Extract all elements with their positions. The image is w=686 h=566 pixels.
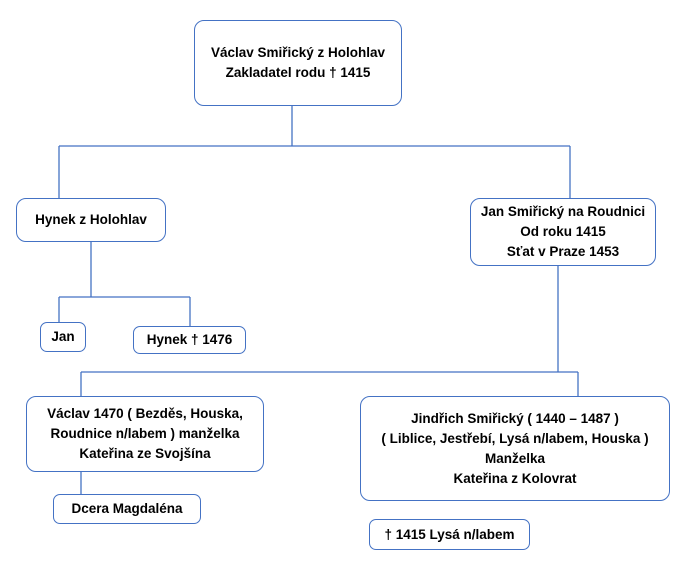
node-label-line: † 1415 Lysá n/labem bbox=[384, 526, 515, 542]
node-label-line: ( Liblice, Jestřebí, Lysá n/labem, Housk… bbox=[381, 430, 649, 446]
node-label-line: Jindřich Smiřický ( 1440 – 1487 ) bbox=[411, 410, 619, 426]
node-label-line: Hynek z Holohlav bbox=[35, 212, 147, 227]
node-dcera-magdalena: Dcera Magdaléna bbox=[53, 494, 201, 524]
node-vaclav-smiricky: Václav Smiřický z Holohlav Zakladatel ro… bbox=[194, 20, 402, 106]
node-jan: Jan bbox=[40, 322, 86, 352]
node-label-line: Dcera Magdaléna bbox=[71, 501, 183, 516]
node-label-line: Roudnice n/labem ) manželka bbox=[50, 426, 240, 441]
node-label-line: Hynek † 1476 bbox=[146, 332, 233, 347]
node-jindrich-smiricky: Jindřich Smiřický ( 1440 – 1487 ) ( Libl… bbox=[360, 396, 670, 501]
node-jan-smiricky: Jan Smiřický na Roudnici Od roku 1415 Sť… bbox=[470, 198, 656, 266]
node-label-line: Jan Smiřický na Roudnici bbox=[480, 204, 646, 219]
node-callout-lysa: † 1415 Lysá n/labem bbox=[369, 519, 530, 550]
node-label-line: Sťat v Praze 1453 bbox=[506, 244, 620, 259]
node-label-line: Jan bbox=[51, 329, 75, 344]
node-label-line: Kateřina z Kolovrat bbox=[453, 470, 577, 486]
node-hynek-1476: Hynek † 1476 bbox=[133, 326, 246, 354]
connectors bbox=[58, 106, 579, 494]
node-label-line: Od roku 1415 bbox=[520, 224, 606, 239]
node-label-line: Václav Smiřický z Holohlav bbox=[210, 45, 386, 60]
node-label-line: Václav 1470 ( Bezděs, Houska, bbox=[47, 406, 243, 421]
node-label-line: Kateřina ze Svojšína bbox=[79, 446, 211, 461]
node-label-line: Manželka bbox=[484, 450, 546, 466]
node-vaclav-1470: Václav 1470 ( Bezděs, Houska, Roudnice n… bbox=[26, 396, 264, 472]
node-label-line: Zakladatel rodu † 1415 bbox=[225, 65, 371, 80]
node-hynek-z-holohlav: Hynek z Holohlav bbox=[16, 198, 166, 242]
